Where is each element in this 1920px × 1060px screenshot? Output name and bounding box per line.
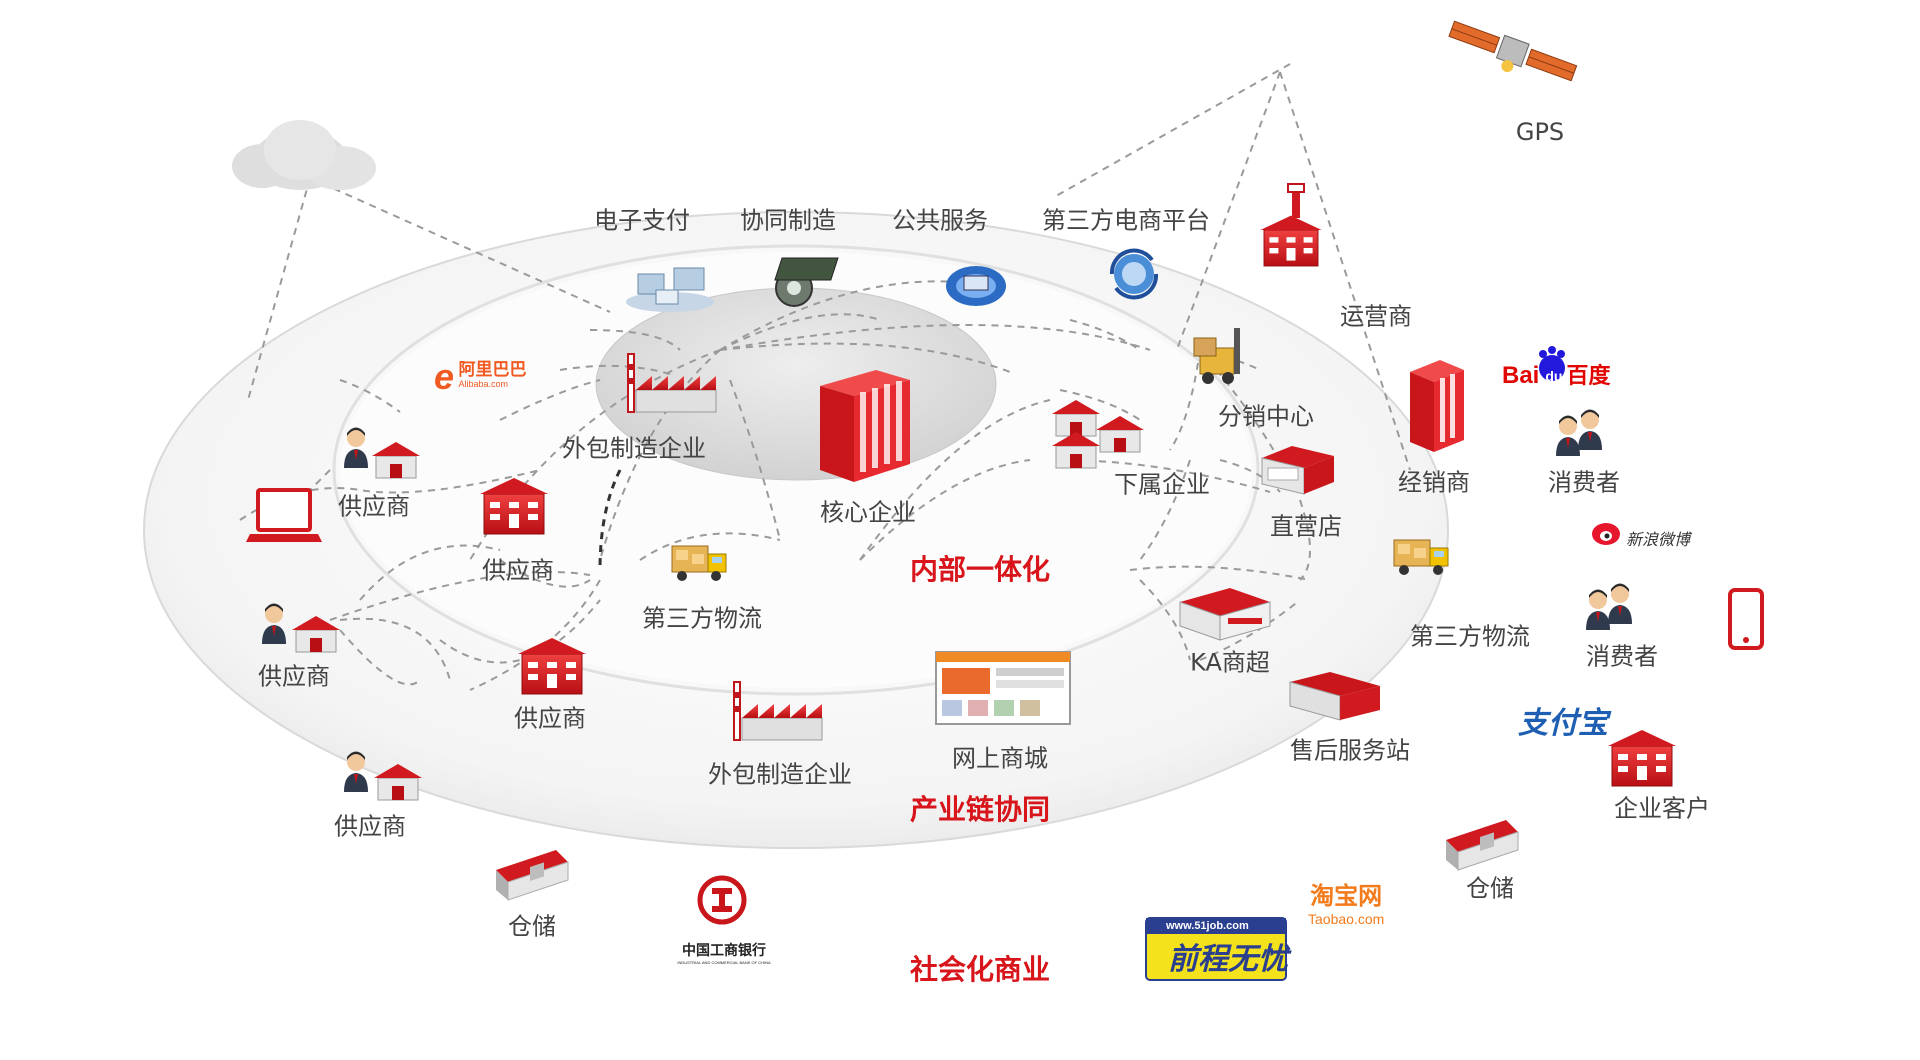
- node-label-consumer-1: 消费者: [1548, 468, 1620, 497]
- node-label-logistics-left: 第三方物流: [642, 604, 762, 633]
- alibaba-logo: e 阿里巴巴 Alibaba.com: [434, 356, 526, 398]
- warehouse-icon-right: [1445, 819, 1519, 871]
- service-label-payment: 电子支付: [594, 206, 690, 235]
- laptop-icon: [246, 488, 322, 542]
- alibaba-logo-text: 阿里巴巴: [458, 360, 527, 379]
- node-label-logistics-right: 第三方物流: [1410, 622, 1530, 651]
- node-label-supplier-3: 供应商: [258, 662, 330, 691]
- node-label-core: 核心企业: [820, 498, 916, 527]
- node-label-after-sales: 售后服务站: [1290, 736, 1410, 765]
- taobao-logo: 淘宝网 Taobao.com: [1308, 876, 1384, 927]
- job51-logo-text: 前程无忧: [1168, 943, 1288, 976]
- node-label-warehouse-right: 仓储: [1466, 874, 1514, 903]
- node-label-distributor: 经销商: [1398, 468, 1470, 497]
- baidu-logo-cn: 百度: [1566, 363, 1611, 388]
- consumer-icon-1: [1556, 409, 1602, 456]
- online-mall-screen-icon: [935, 651, 1071, 725]
- connection-lines: [239, 63, 1411, 691]
- node-label-distribution-center: 分销中心: [1218, 402, 1314, 431]
- globe-icon: [946, 266, 1006, 306]
- icbc-logo-subtext: INDUSTRIAL AND COMMERCIAL BANK OF CHINA: [677, 960, 771, 965]
- node-label-ka-store: KA商超: [1190, 648, 1270, 677]
- warehouse-icon-left: [495, 849, 569, 901]
- node-label-outsource-top: 外包制造企业: [562, 434, 706, 463]
- alibaba-logo-subtext: Alibaba.com: [458, 379, 509, 389]
- node-label-outsource-bottom: 外包制造企业: [708, 760, 852, 789]
- baidu-paw-icon: [1539, 346, 1565, 381]
- node-label-supplier-5: 供应商: [334, 812, 406, 841]
- enterprise-client-icon: [1607, 729, 1677, 787]
- consumer-icon-2: [1586, 583, 1632, 630]
- service-label-ecommerce: 第三方电商平台: [1042, 206, 1210, 235]
- node-label-supplier-4: 供应商: [514, 704, 586, 733]
- node-label-gps: GPS: [1515, 118, 1565, 146]
- satellite-icon: [1448, 20, 1578, 82]
- node-label-supplier-2: 供应商: [482, 556, 554, 585]
- job51-logo-box: [1145, 917, 1287, 981]
- ring-title-middle: 产业链协同: [909, 793, 1051, 826]
- node-label-consumer-2: 消费者: [1586, 642, 1658, 671]
- node-label-warehouse-left: 仓储: [508, 912, 556, 941]
- ring-title-inner: 内部一体化: [909, 553, 1051, 586]
- after-sales-station-icon: [1289, 672, 1380, 721]
- forklift-icon: [1193, 328, 1240, 384]
- node-label-enterprise-client: 企业客户: [1614, 794, 1710, 823]
- gear-machine-icon: [774, 257, 839, 307]
- phone-icon: [1728, 588, 1764, 650]
- distributor-building-icon: [1410, 360, 1464, 452]
- ka-mall-icon: [1179, 588, 1271, 641]
- sync-globe-icon: [1109, 248, 1159, 300]
- taobao-logo-text: 淘宝网: [1310, 883, 1383, 910]
- operator-tower-icon: [1259, 183, 1323, 267]
- weibo-logo-icon: [1592, 523, 1620, 545]
- ring-title-outer: 社会化商业: [909, 953, 1051, 986]
- service-label-public: 公共服务: [892, 206, 988, 235]
- node-label-online-mall: 网上商城: [952, 744, 1048, 773]
- alibaba-logo-mark: e: [434, 356, 455, 397]
- cloud-icon: [232, 120, 376, 190]
- node-label-operator: 运营商: [1340, 302, 1412, 331]
- icbc-logo: 中国工商银行 INDUSTRIAL AND COMMERCIAL BANK OF…: [670, 940, 778, 965]
- network-computers-icon: [626, 267, 714, 312]
- job51-logo-url: www.51job.com: [1166, 920, 1249, 932]
- node-label-direct-store: 直营店: [1270, 512, 1342, 541]
- node-label-subsidiary: 下属企业: [1114, 470, 1210, 499]
- service-label-manufacturing: 协同制造: [740, 206, 836, 235]
- alipay-logo: 支付宝: [1518, 707, 1608, 740]
- icbc-logo-icon: [697, 875, 747, 925]
- taobao-logo-subtext: Taobao.com: [1308, 911, 1385, 927]
- node-label-supplier-1: 供应商: [338, 492, 410, 521]
- job51-logo: www.51job.com 前程无忧: [1158, 918, 1288, 978]
- core-enterprise-icon: [820, 370, 910, 482]
- baidu-logo-bai: Bai: [1502, 362, 1540, 389]
- icbc-logo-text: 中国工商银行: [682, 942, 766, 958]
- direct-store-icon: [1261, 446, 1334, 495]
- weibo-logo-text: 新浪微博: [1626, 532, 1691, 549]
- baidu-logo-du: du: [1545, 368, 1563, 384]
